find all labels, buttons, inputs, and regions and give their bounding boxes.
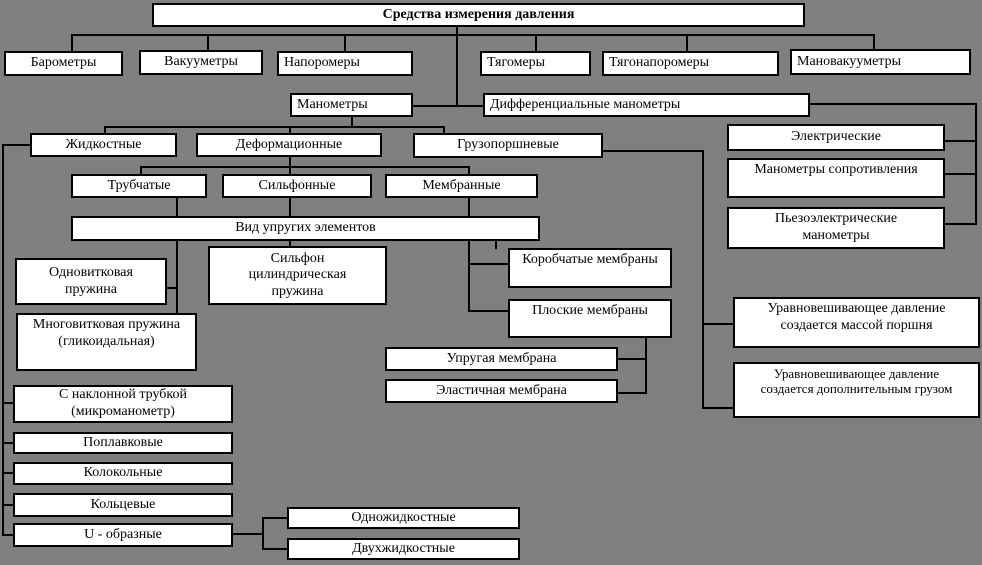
connector-drop-membrane (468, 166, 470, 174)
connector-top-rail (71, 34, 875, 36)
connector-drop-tyagonapor (686, 34, 688, 51)
node-float: Поплавковые (13, 432, 233, 454)
connector-drop-barometers (71, 34, 73, 51)
connector-stub-balancing1 (702, 323, 733, 325)
connector-piston-right (603, 150, 704, 152)
connector-stub-singlecoil (167, 287, 178, 289)
node-deformation: Деформационные (196, 133, 382, 157)
node-liquid: Жидкостные (30, 133, 177, 157)
node-bell: Колокольные (13, 462, 233, 485)
connector-elastic-cylspring (289, 241, 291, 247)
connector-title-stem (456, 27, 458, 107)
connector-stub-ring (2, 504, 13, 506)
connector-elastic-membranes-down (468, 241, 470, 312)
node-ring: Кольцевые (13, 493, 233, 517)
connector-liquid-left (2, 144, 30, 146)
connector-drop-liquid (104, 126, 106, 133)
node-title: Средства измерения давления (152, 3, 805, 27)
node-tube: Трубчатые (71, 174, 207, 198)
connector-drop-piston (443, 126, 445, 133)
node-balancing-piston-mass: Уравновешивающее давление создается масс… (733, 297, 980, 348)
connector-stub-piezo (945, 223, 977, 225)
connector-stub-singleliquid (262, 517, 287, 519)
node-pliable-membrane: Эластичная мембрана (385, 379, 618, 403)
connector-rail-manometer-types (104, 126, 445, 128)
node-multi-coil-spring: Многовитковая пружина (гликоидальная) (16, 313, 197, 371)
connector-membrane-elastic (468, 198, 470, 216)
node-double-liquid: Двухжидкостные (287, 538, 520, 560)
connector-stub-balancing2 (702, 407, 733, 409)
connector-drop-tyago (535, 34, 537, 51)
node-barometers: Барометры (4, 51, 123, 76)
connector-stub-float (2, 442, 13, 444)
node-manometers: Манометры (290, 93, 413, 117)
node-bellows-cylindrical-spring: Сильфон цилиндрическая пружина (208, 246, 387, 305)
connector-stub-electric (945, 140, 977, 142)
connector-stub-u (2, 534, 13, 536)
node-flat-membranes: Плоские мембраны (508, 299, 672, 338)
connector-drop-manovacuum (873, 34, 875, 49)
connector-stub-boxmembranes (468, 263, 508, 265)
connector-stub-pliablemembrane (618, 392, 647, 394)
connector-left-down (2, 144, 4, 536)
connector-stub-flatmembranes (468, 310, 508, 312)
connector-piston-down (702, 150, 704, 409)
connector-u-branch (262, 517, 264, 550)
node-vacuum-meters: Вакууметры (139, 50, 263, 75)
connector-manometers-stub (351, 117, 353, 126)
connector-stub-elasticmembrane (618, 358, 647, 360)
node-manovacuum-meters: Мановакууметры (790, 49, 971, 75)
node-membrane: Мембранные (385, 174, 538, 198)
node-balancing-additional-weight: Уравновешивающее давление создается допо… (733, 362, 980, 418)
connector-deformation-stub (289, 157, 291, 174)
connector-elastic-multicoil (176, 241, 178, 313)
node-differential-manometers: Дифференциальные манометры (483, 93, 810, 117)
node-elastic-elements-type: Вид упругих элементов (71, 216, 540, 241)
node-piston: Грузопоршневые (413, 133, 603, 158)
connector-drop-tube (140, 166, 142, 174)
connector-bellows-elastic (289, 198, 291, 216)
node-inclined-tube: С наклонной трубкой (микроманометр) (13, 385, 233, 423)
connector-stub-doubleliquid (262, 548, 287, 550)
node-tyagonapor-meters: Тягонапоромеры (602, 51, 779, 76)
node-u-shaped: U - образные (13, 523, 233, 547)
node-napor-meters: Напоромеры (277, 51, 413, 76)
connector-drop-vacuum (207, 34, 209, 50)
connector-manometers-differential (413, 105, 483, 107)
node-bellows: Сильфонные (222, 174, 372, 198)
connector-stub-bell (2, 472, 13, 474)
node-box-membranes: Коробчатые мембраны (508, 248, 672, 288)
node-piezoelectric-manometers: Пьезоэлектрические манометры (727, 207, 945, 249)
connector-stub-inclined (2, 402, 13, 404)
node-electric: Электрические (727, 124, 945, 151)
node-elastic-membrane: Упругая мембрана (385, 347, 618, 371)
connector-drop-napor (344, 34, 346, 51)
connector-right-column-down (975, 103, 977, 225)
connector-rail-deformation-types (140, 166, 470, 168)
connector-elastic-boxmembranes (495, 241, 497, 249)
node-single-coil-spring: Одновитковая пружина (15, 258, 167, 305)
node-tyago-meters: Тягомеры (480, 51, 591, 76)
connector-flat-down (645, 338, 647, 394)
connector-differential-right (810, 103, 977, 105)
connector-drop-deformation (289, 126, 291, 133)
connector-stub-resistance (945, 173, 977, 175)
connector-u-right (233, 533, 264, 535)
node-single-liquid: Одножидкостные (287, 507, 520, 529)
node-resistance-manometers: Манометры сопротивления (727, 158, 945, 198)
connector-tube-elastic (176, 198, 178, 216)
